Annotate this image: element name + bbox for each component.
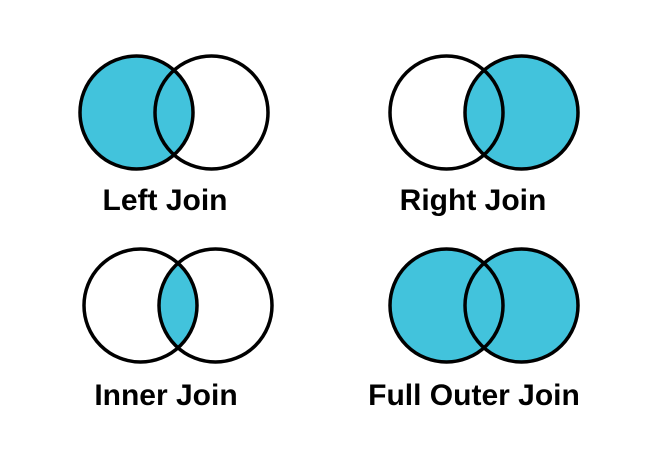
left-circle-outline [78,54,195,171]
right-circle-fill [465,56,578,169]
right-circle-outline [153,54,270,171]
venn-full-outer-join [388,247,580,364]
right-circle-outline [463,247,580,364]
venn-inner-join [82,247,274,364]
venn-right-join [388,54,580,171]
left-circle-outline [388,247,505,364]
left-circle-fill [80,56,193,169]
venn-left-join [78,54,270,171]
left-join-label: Left Join [102,184,228,217]
right-circle-fill [465,249,578,362]
right-circle-outline [463,54,580,171]
right-circle-outline [157,247,274,364]
inner-join-label: Inner Join [94,379,238,412]
full-outer-join-label: Full Outer Join [368,379,580,412]
left-circle-outline [388,54,505,171]
left-circle-outline [82,247,199,364]
intersection-fill [159,249,197,362]
right-join-label: Right Join [399,184,547,217]
